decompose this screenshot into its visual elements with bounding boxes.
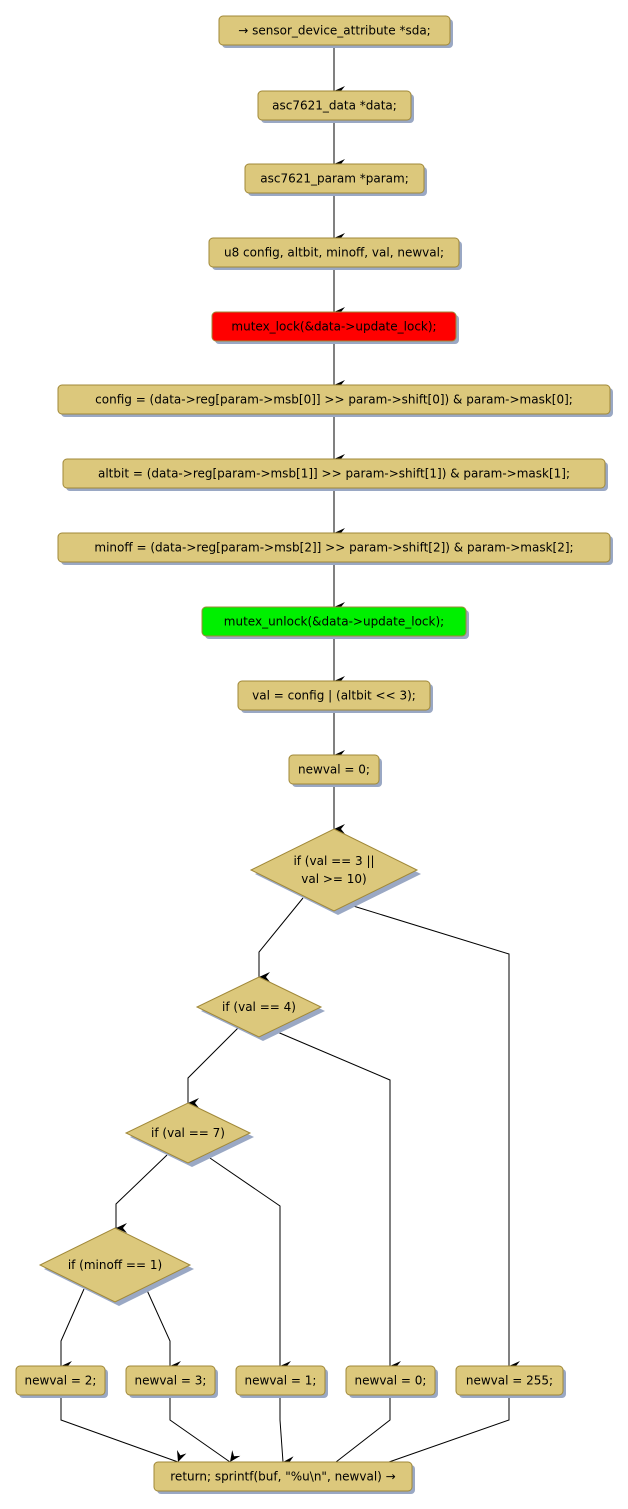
node-label: asc7621_param *param; [260,172,409,186]
node-box [208,237,460,268]
node-label: if (val == 3 || [293,854,374,868]
node-box [62,458,606,489]
process-node-n1: → sensor_device_attribute *sda; [218,15,453,48]
edges [60,45,520,1475]
decision-node-d2: if (val == 4) [195,976,325,1041]
process-node-r0: newval = 0; [345,1365,438,1398]
node-box [345,1365,436,1396]
process-node-n4: u8 config, altbit, minoff, val, newval; [208,237,462,270]
process-node-n5: mutex_lock(&data->update_lock); [211,311,459,344]
node-box [257,90,412,121]
edge-d4-to-r3 [145,1287,181,1371]
node-box [153,1461,413,1492]
node-box [57,384,611,415]
node-box [455,1365,564,1396]
edge-d2-to-r0 [274,1030,401,1371]
node-label: config = (data->reg[param->msb[0]] >> pa… [95,393,573,407]
process-node-n7: altbit = (data->reg[param->msb[1]] >> pa… [62,458,608,491]
node-box [235,1365,326,1396]
process-node-n8: minoff = (data->reg[param->msb[2]] >> pa… [57,532,613,565]
node-label: if (val == 4) [222,1000,296,1014]
edge-d1-to-d2 [258,897,304,982]
node-label: newval = 0; [298,763,370,777]
decision-node-d4: if (minoff == 1) [38,1227,194,1306]
node-diamond [38,1227,192,1303]
node-label: u8 config, altbit, minoff, val, newval; [224,246,444,260]
node-box [211,311,457,342]
process-node-end: return; sprintf(buf, "%u\n", newval) → [153,1461,415,1494]
node-label: return; sprintf(buf, "%u\n", newval) → [170,1470,395,1484]
process-node-n6: config = (data->reg[param->msb[0]] >> pa… [57,384,613,417]
node-label: newval = 2; [25,1374,97,1388]
node-label: altbit = (data->reg[param->msb[1]] >> pa… [98,467,570,481]
node-label: if (minoff == 1) [68,1258,162,1272]
node-diamond [195,976,323,1038]
edge-r3-to-end [169,1395,241,1463]
node-box [218,15,451,46]
process-node-n9: mutex_unlock(&data->update_lock); [201,606,469,639]
edge-d2-to-d3 [187,1027,239,1108]
edge-d3-to-d4 [115,1154,168,1233]
node-label: → sensor_device_attribute *sda; [238,24,430,38]
process-node-r1: newval = 1; [235,1365,328,1398]
node-label: if (val == 7) [151,1126,225,1140]
edge-r1-to-end [279,1395,295,1467]
node-box [57,532,611,563]
node-box [15,1365,106,1396]
node-diamond [124,1102,252,1164]
edge-r255-to-end [387,1395,510,1475]
node-label: newval = 3; [135,1374,207,1388]
edge-d1-to-r255 [349,904,520,1371]
node-label: newval = 1; [245,1374,317,1388]
process-node-n2: asc7621_data *data; [257,90,414,123]
decision-node-d1: if (val == 3 || val >= 10) [249,828,421,915]
node-label: minoff = (data->reg[param->msb[2]] >> pa… [94,541,573,555]
process-node-r3: newval = 3; [125,1365,218,1398]
node-box [288,754,380,785]
node-label: asc7621_data *data; [272,99,397,113]
node-box [244,163,425,194]
process-node-r2: newval = 2; [15,1365,108,1398]
process-node-n11: newval = 0; [288,754,382,787]
node-label: newval = 255; [466,1374,553,1388]
process-node-n10: val = config | (altbit << 3); [237,680,433,713]
decision-node-d3: if (val == 7) [124,1102,254,1167]
edge-d3-to-r1 [206,1155,291,1371]
process-node-n3: asc7621_param *param; [244,163,427,196]
edge-r0-to-end [335,1395,391,1474]
nodes: → sensor_device_attribute *sda; asc7621_d… [15,15,613,1494]
node-box [237,680,431,711]
node-box [201,606,467,637]
node-diamond [249,828,419,912]
edge-d4-to-r2 [60,1288,85,1371]
node-box [125,1365,216,1396]
node-label: newval = 0; [355,1374,427,1388]
process-node-r255: newval = 255; [455,1365,566,1398]
node-label: mutex_unlock(&data->update_lock); [224,615,444,629]
node-label: val >= 10) [301,872,366,886]
node-label: mutex_lock(&data->update_lock); [231,320,436,334]
edge-r2-to-end [60,1395,187,1463]
node-label: val = config | (altbit << 3); [252,689,416,703]
